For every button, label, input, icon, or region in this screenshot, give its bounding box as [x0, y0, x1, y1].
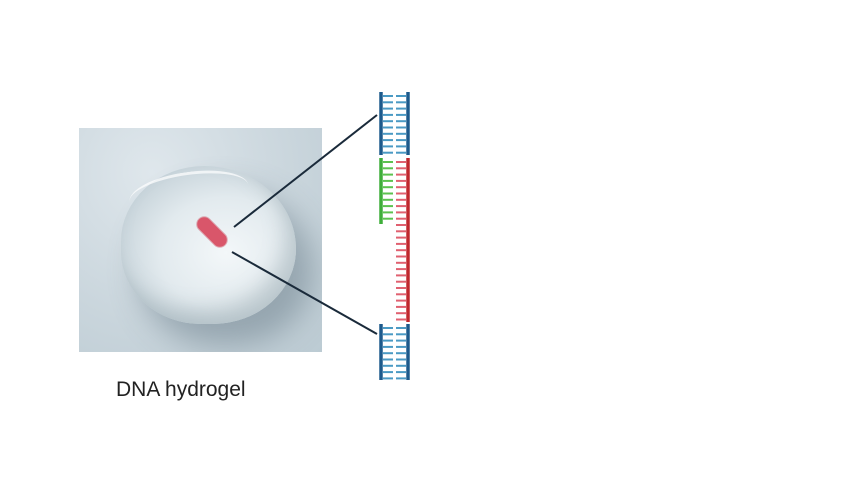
hydrogel-droplet [121, 166, 296, 324]
connector-line-top [233, 114, 378, 228]
corner-placeholder [804, 428, 849, 468]
dna-ladder-icon [379, 92, 410, 380]
hydrogel-photo [79, 128, 322, 352]
connector-line-bottom [231, 251, 378, 335]
figure-caption: DNA hydrogel [116, 378, 246, 401]
